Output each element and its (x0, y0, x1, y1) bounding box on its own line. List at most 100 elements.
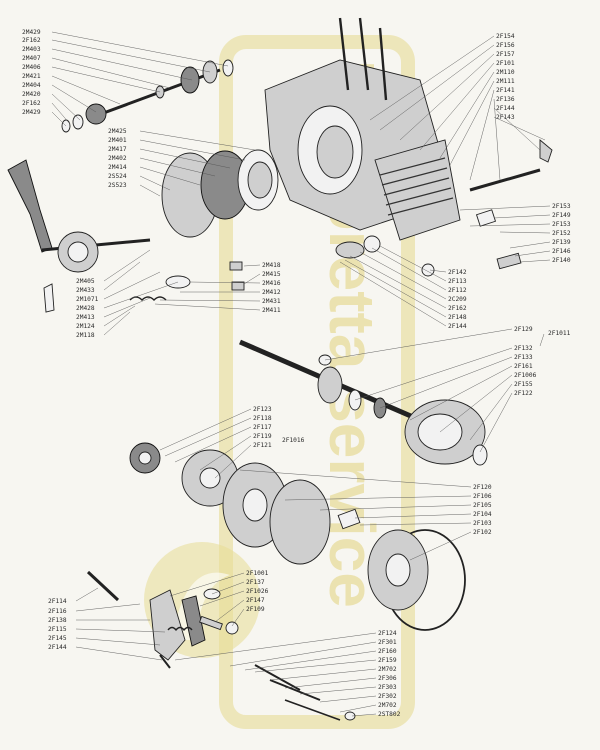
part-label: 2M702 (378, 666, 397, 673)
labels-right-cyl: 2F153 2F149 2F153 2F152 2F139 2F146 2F14… (459, 203, 571, 264)
part-label: 2M431 (262, 298, 281, 305)
part-label: 2M401 (108, 137, 127, 144)
part-label: 2F109 (246, 606, 265, 613)
part-label: 2ST802 (378, 711, 401, 718)
part-label: 2M124 (76, 323, 95, 330)
part-label: 2F139 (552, 239, 571, 246)
part-label: 2F112 (448, 287, 467, 294)
part-label: 2M110 (496, 69, 515, 76)
part-label: 2F162 (22, 37, 41, 44)
labels-left-top: 2M429 2F162 2M403 2M407 2M406 2M421 2M40… (22, 29, 229, 127)
part-label: 2F302 (378, 693, 397, 700)
part-label: 2F114 (48, 598, 67, 605)
part-label: 2F129 (514, 326, 533, 333)
part-label: 2F104 (473, 511, 492, 518)
part-label: 2F115 (48, 626, 67, 633)
part-label: 2F144 (496, 105, 515, 112)
part-label: 2F141 (496, 87, 515, 94)
part-label: 2F161 (514, 363, 533, 370)
part-label: 2S523 (108, 182, 127, 189)
part-label: 2M411 (262, 307, 281, 314)
part-label: 2F124 (378, 630, 397, 637)
part-label: 2F106 (473, 493, 492, 500)
part-label: 2F143 (496, 114, 515, 121)
part-label: 2F1001 (246, 570, 269, 577)
part-label: 2F154 (496, 33, 515, 40)
part-label: 2M1071 (76, 296, 99, 303)
part-label: 2F105 (473, 502, 492, 509)
part-label: 2F306 (378, 675, 397, 682)
labels-clutch-right: 2F129 2F1011 2F132 2F133 2F161 2F1006 2F… (324, 326, 571, 453)
part-label: 2F116 (48, 608, 67, 615)
part-label: 2M417 (108, 146, 127, 153)
labels-gear-left: 2F123 2F118 2F117 2F119 2F121 2F1016 (159, 406, 305, 479)
part-label: 2F120 (473, 484, 492, 491)
part-label: 2F118 (253, 415, 272, 422)
part-label: 2F147 (246, 597, 265, 604)
part-label: 2M433 (76, 287, 95, 294)
labels-plate-right: 2F120 2F106 2F105 2F104 2F103 2F102 (239, 469, 492, 561)
part-label: 2F152 (552, 230, 571, 237)
part-label: 2M425 (108, 128, 127, 135)
part-label: 2F303 (378, 684, 397, 691)
part-label: 2F153 (552, 221, 571, 228)
part-label: 2F140 (552, 257, 571, 264)
part-label: 2F156 (496, 42, 515, 49)
part-label: 2F149 (552, 212, 571, 219)
labels-left-mid: 2M425 2M401 2M417 2M402 2M414 2S524 2S52… (108, 128, 256, 197)
part-label: 2F137 (246, 579, 265, 586)
part-label: 2F159 (378, 657, 397, 664)
part-label: 2F136 (496, 96, 515, 103)
part-label: 2M428 (76, 305, 95, 312)
labels-bottom-left: 2F114 2F116 2F138 2F115 2F145 2F144 (48, 587, 166, 661)
labels-center-low: 2F142 2F113 2F112 2C209 2F162 2F148 2F14… (339, 245, 467, 330)
labels-left-crank: 2M405 2M433 2M1071 2M428 2M413 2M124 2M1… (76, 249, 179, 339)
part-label: 2F144 (448, 323, 467, 330)
part-label: 2M420 (22, 91, 41, 98)
part-label: 2M429 (22, 109, 41, 116)
part-label: 2F113 (448, 278, 467, 285)
part-label: 2M416 (262, 280, 281, 287)
labels-bottom-center: 2F1001 2F137 2F1026 2F147 2F109 (169, 570, 269, 627)
labels-right-top: 2F154 2F156 2F157 2F101 2M110 2M111 2F14… (369, 33, 546, 181)
part-label: 2F1026 (246, 588, 269, 595)
part-label: 2M111 (496, 78, 515, 85)
part-label: 2F133 (514, 354, 533, 361)
part-label: 2S524 (108, 173, 127, 180)
part-label: 2F155 (514, 381, 533, 388)
part-label: 2M412 (262, 289, 281, 296)
part-label: 2M403 (22, 46, 41, 53)
part-label: 2F103 (473, 520, 492, 527)
part-label: 2F122 (514, 390, 533, 397)
labels-center-case: 2M418 2M415 2M416 2M412 2M431 2M411 (154, 262, 281, 314)
part-label: 2M407 (22, 55, 41, 62)
part-label: 2F153 (552, 203, 571, 210)
part-label: 2F119 (253, 433, 272, 440)
part-label: 2C209 (448, 296, 467, 303)
part-label: 2M402 (108, 155, 127, 162)
part-label: 2F132 (514, 345, 533, 352)
part-label: 2M414 (108, 164, 127, 171)
part-label: 2M429 (22, 29, 41, 36)
part-label: 2F148 (448, 314, 467, 321)
part-label: 2M118 (76, 332, 95, 339)
part-label: 2M702 (378, 702, 397, 709)
part-label: 2F144 (48, 644, 67, 651)
part-label: 2F138 (48, 617, 67, 624)
part-label: 2F1011 (548, 330, 571, 337)
part-label: 2F145 (48, 635, 67, 642)
part-label: 2F301 (378, 639, 397, 646)
part-label: 2M418 (262, 262, 281, 269)
part-label: 2M406 (22, 64, 41, 71)
part-label: 2M405 (76, 278, 95, 285)
watermark-frame (219, 35, 415, 729)
parts-drawing (7, 17, 553, 721)
part-label: 2M404 (22, 82, 41, 89)
part-label: 2F121 (253, 442, 272, 449)
part-label: 2F101 (496, 60, 515, 67)
part-label: 2F123 (253, 406, 272, 413)
part-label: 2F117 (253, 424, 272, 431)
part-label: 2F142 (448, 269, 467, 276)
part-label: 2M415 (262, 271, 281, 278)
